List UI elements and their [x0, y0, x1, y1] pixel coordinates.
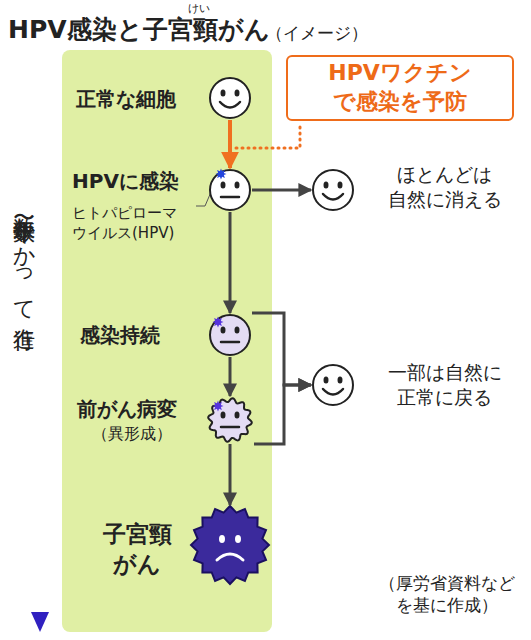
- eye: [324, 182, 329, 189]
- eye: [235, 535, 241, 543]
- time-arrow: [38, 55, 42, 616]
- eye: [219, 535, 225, 543]
- flow-arrow: [254, 385, 311, 444]
- eye: [235, 182, 240, 189]
- eye: [221, 182, 226, 189]
- stage-label: 感染持続: [80, 322, 160, 348]
- persistent-cell: 感染持続: [208, 313, 252, 357]
- cancer-cell: [191, 506, 269, 584]
- smile: [323, 194, 343, 200]
- diagram-title: HPV感染と子宮頸がん: [8, 14, 270, 47]
- flow-arrow: [229, 212, 232, 313]
- dotted-leader: [236, 122, 300, 148]
- flow-arrow: [229, 357, 232, 396]
- cell-face: [208, 168, 252, 212]
- smile: [220, 102, 240, 108]
- cell-outline: [208, 398, 252, 442]
- smile: [323, 389, 343, 395]
- normal-cell: 正常な細胞: [208, 76, 252, 120]
- virus-symbol: [216, 169, 227, 180]
- virus-label: ヒトパピローマ ウイルス(HPV): [72, 204, 197, 243]
- time-label: 数年〜十数年かかって進行: [9, 200, 38, 313]
- eye: [235, 412, 240, 419]
- cell-face: [190, 505, 270, 585]
- flat-mouth: [221, 341, 239, 344]
- eye: [221, 90, 226, 97]
- furigana: けい: [188, 2, 210, 16]
- frown: [217, 554, 243, 560]
- flat-mouth: [221, 426, 239, 429]
- cell-face: [208, 313, 252, 357]
- cell-face: [311, 168, 355, 212]
- eye: [221, 412, 226, 419]
- stage-label: HPVに感染: [72, 168, 179, 194]
- flow-arrow: [229, 444, 232, 505]
- cell-face: [311, 363, 355, 407]
- cleared-cell: ほとんどは 自然に消える: [311, 168, 355, 212]
- stage-band: [62, 50, 272, 632]
- stage-label: 正常な細胞: [76, 86, 176, 112]
- cell-outline: [313, 170, 353, 210]
- cell-face: [208, 76, 252, 120]
- flow-arrow: [228, 120, 232, 168]
- cell-outline: [210, 170, 250, 210]
- stage-label: 前がん病変: [77, 396, 177, 422]
- cell-outline: [210, 78, 250, 118]
- stage-label: 一部は自然に 正常に戻る: [372, 360, 517, 409]
- title-note: （イメージ）: [266, 22, 368, 44]
- cancer-cell: 子宮頸 がん: [190, 505, 270, 585]
- cell-face: [206, 396, 254, 444]
- cell-outline: [313, 365, 353, 405]
- virus-symbol: [213, 317, 224, 328]
- eye: [235, 327, 240, 334]
- virus-symbol: [213, 401, 224, 412]
- eye: [221, 327, 226, 334]
- eye: [235, 90, 240, 97]
- cell-outline: [210, 315, 250, 355]
- stage-sublabel: （異形成）: [92, 424, 172, 445]
- eye: [338, 377, 343, 384]
- stage-label: 子宮頸 がん: [92, 520, 182, 580]
- vaccine-box: HPVワクチン で感染を予防: [286, 55, 514, 121]
- flat-mouth: [221, 196, 239, 199]
- box-text: HPVワクチン で感染を予防: [288, 59, 512, 116]
- stage-label: ほとんどは 自然に消える: [372, 162, 517, 211]
- source-note: （厚労省資料など を基に作成）: [372, 572, 522, 616]
- time-arrow-head: [31, 612, 49, 632]
- eye: [338, 182, 343, 189]
- precancer-cell: 前がん病変（異形成）: [206, 396, 254, 444]
- infected-cell: HPVに感染: [208, 168, 252, 212]
- eye: [324, 377, 329, 384]
- recovered-cell: 一部は自然に 正常に戻る: [311, 363, 355, 407]
- flow-arrow: [252, 189, 311, 192]
- flow-arrow: [252, 313, 311, 385]
